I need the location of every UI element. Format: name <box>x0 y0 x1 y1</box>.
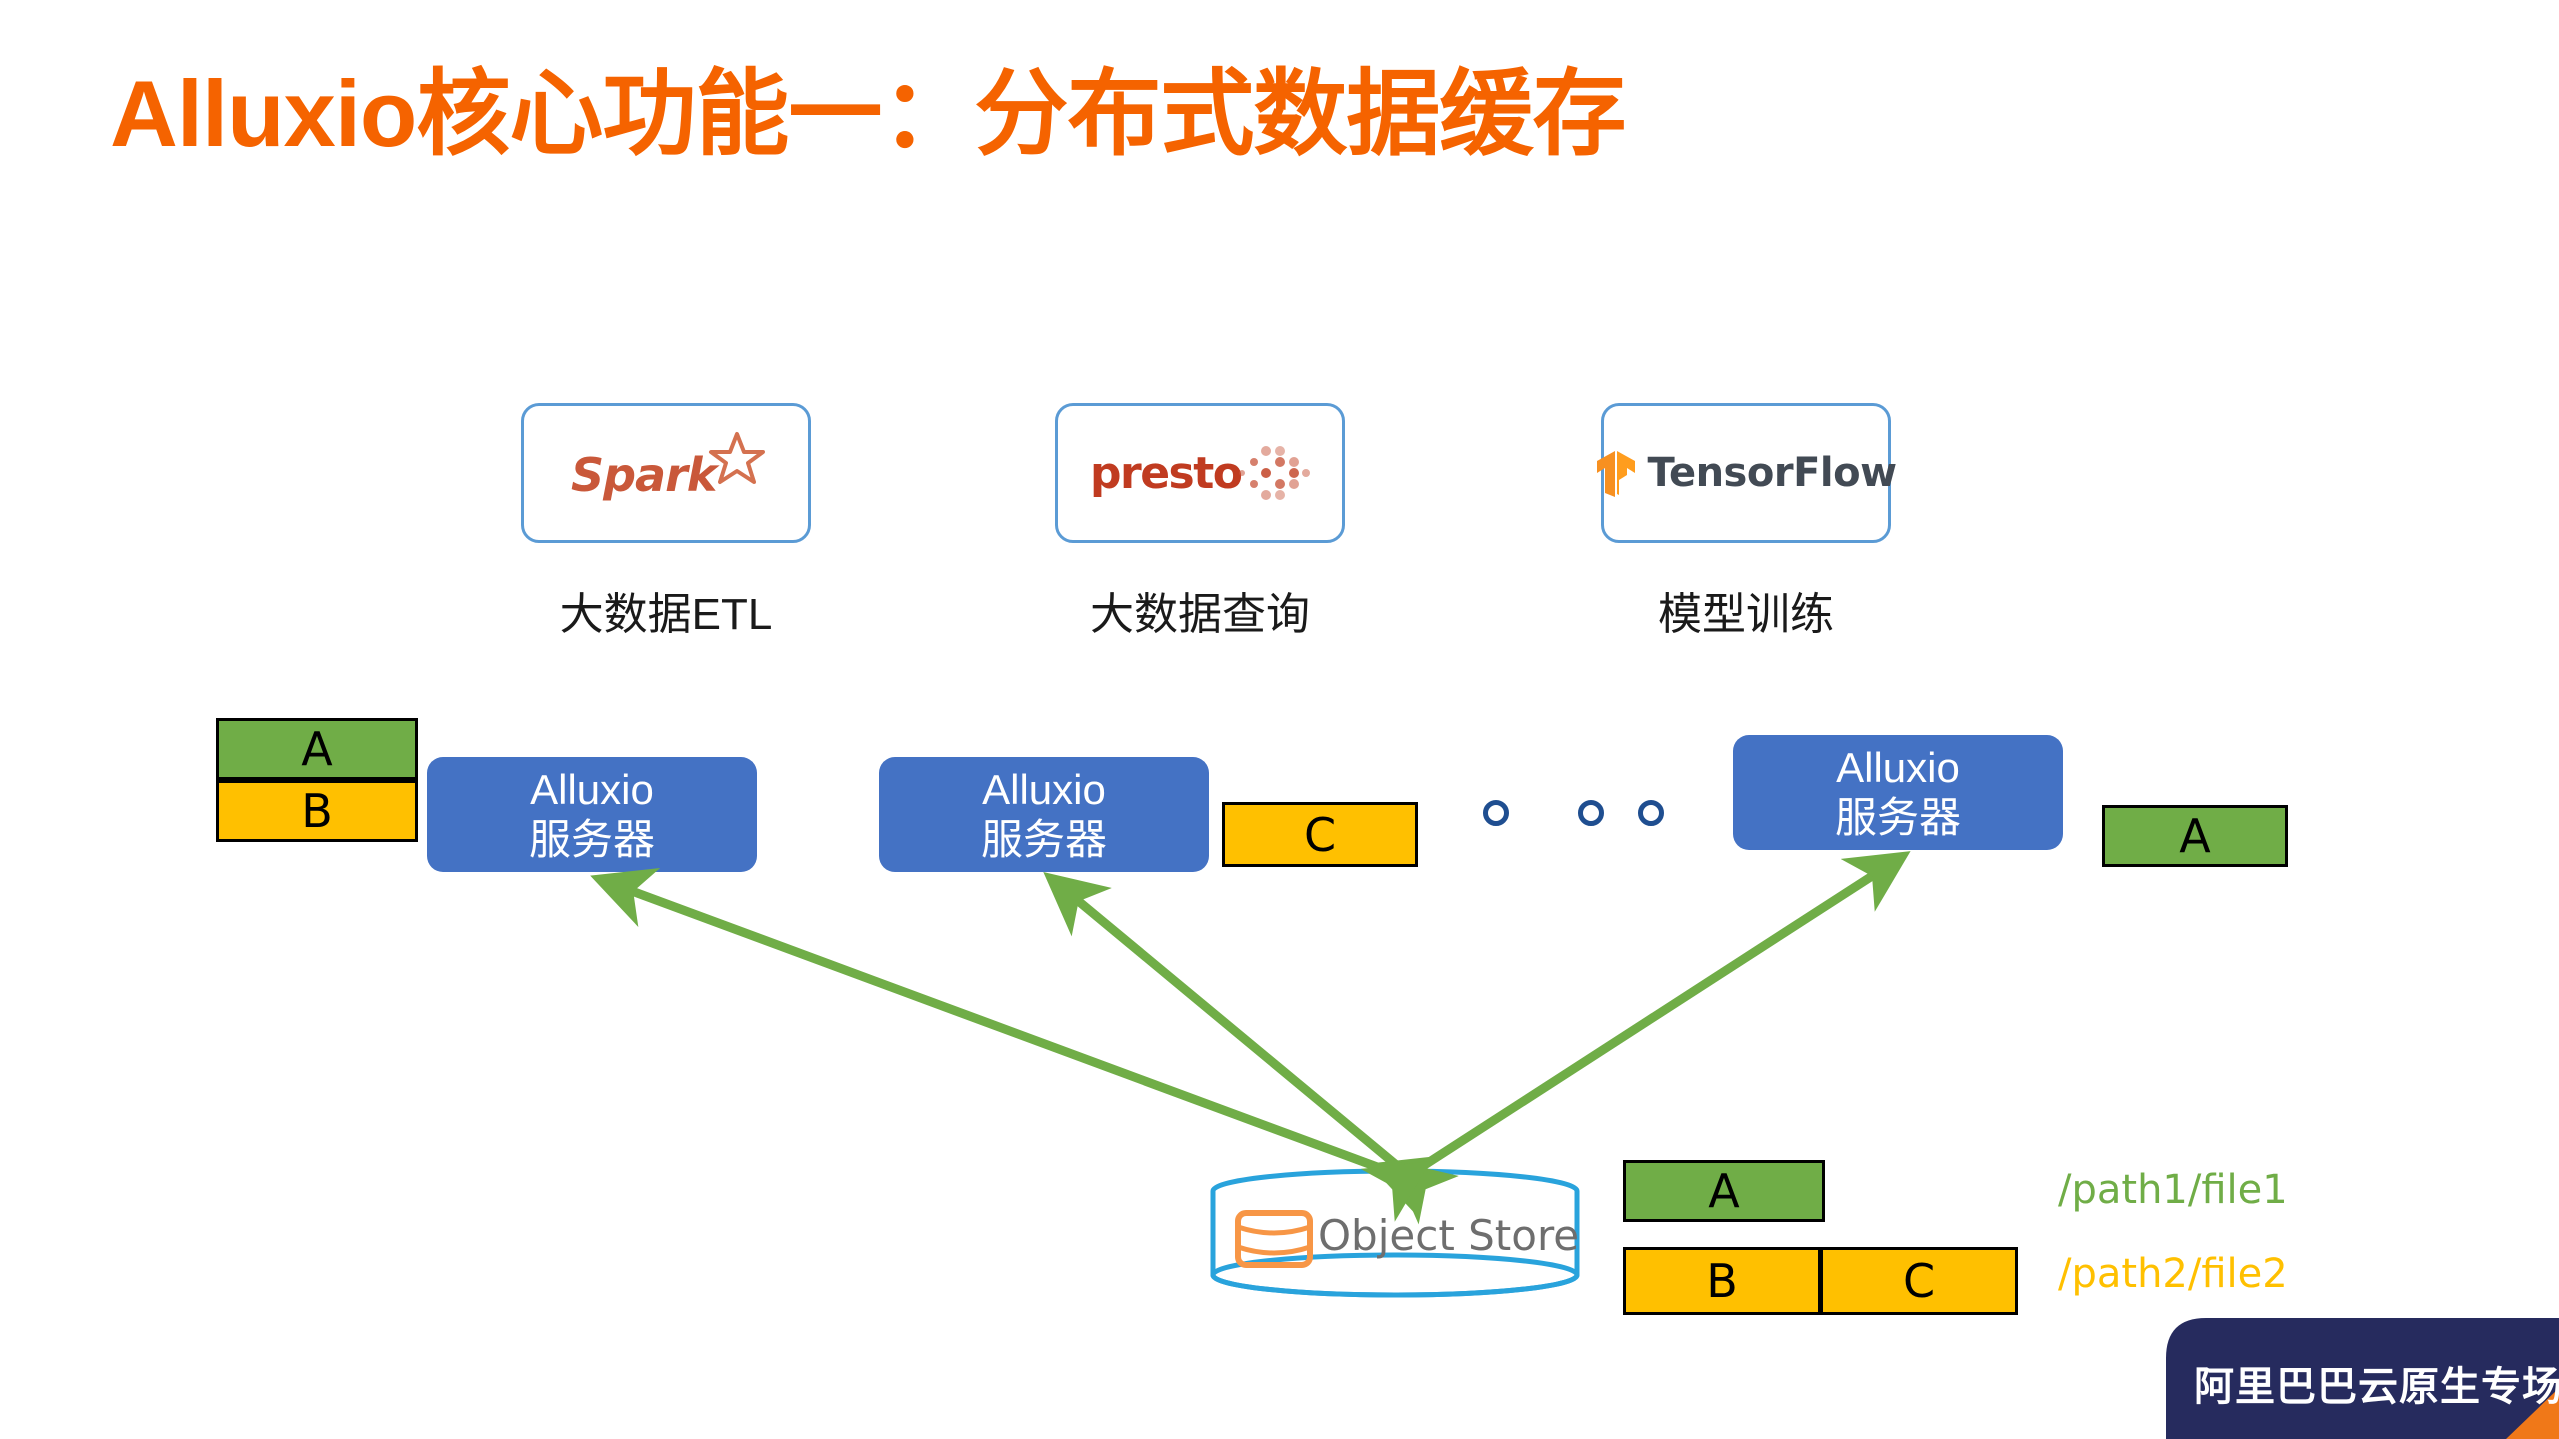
tensorflow-tf-icon <box>1597 451 1636 497</box>
presto-wordmark: presto <box>1090 448 1243 499</box>
alluxio-server-1-line1: Alluxio <box>530 765 654 813</box>
cache-block-middle-c[interactable]: C <box>1222 802 1418 867</box>
ellipsis-dot-2 <box>1578 800 1604 826</box>
presto-dots-icon <box>1239 446 1310 500</box>
alluxio-server-2[interactable]: Alluxio 服务器 <box>879 757 1209 872</box>
cache-block-left-a[interactable]: A <box>216 718 418 780</box>
path-label-file1: /path1/file1 <box>2058 1167 2288 1213</box>
page-title: Alluxio核心功能一：分布式数据缓存 <box>110 61 1626 166</box>
cache-block-left-b[interactable]: B <box>216 780 418 842</box>
storage-block-c[interactable]: C <box>1820 1247 2018 1315</box>
spark-wordmark: Spark <box>571 448 717 502</box>
engine-card-presto[interactable]: presto <box>1055 403 1345 543</box>
engine-card-tensorflow[interactable]: TensorFlow <box>1597 403 1897 543</box>
storage-block-a[interactable]: A <box>1623 1160 1825 1222</box>
spark-logo: Spark <box>571 432 765 512</box>
presto-logo: presto <box>1090 438 1310 508</box>
arrow-store-to-server-1 <box>590 867 1439 1216</box>
alluxio-server-2-line1: Alluxio <box>982 765 1106 813</box>
tensorflow-wordmark: TensorFlow <box>1647 450 1897 496</box>
storage-block-b[interactable]: B <box>1623 1247 1821 1315</box>
path-label-file2: /path2/file2 <box>2058 1251 2288 1297</box>
ellipsis-dot-1 <box>1483 800 1509 826</box>
arrow-store-to-server-2 <box>1043 871 1459 1225</box>
alluxio-server-3[interactable]: Alluxio 服务器 <box>1733 735 2063 850</box>
tensorflow-logo: TensorFlow <box>1595 449 1897 497</box>
object-store[interactable]: Object Store <box>1206 1167 1584 1307</box>
cache-block-right-a[interactable]: A <box>2102 805 2288 867</box>
watermark-text: 阿里巴巴云原生专场 <box>2194 1365 2559 1409</box>
spark-star-icon <box>709 432 765 484</box>
engine-caption-spark: 大数据ETL <box>559 590 773 639</box>
engine-caption-tensorflow: 模型训练 <box>1658 590 1834 639</box>
alluxio-server-1-line2: 服务器 <box>528 815 655 863</box>
alluxio-server-2-line2: 服务器 <box>980 815 1107 863</box>
engine-card-spark[interactable]: Spark <box>521 403 811 543</box>
arrow-store-to-server-3 <box>1360 851 1911 1222</box>
watermark-shape <box>2166 1318 2559 1439</box>
engine-caption-presto: 大数据查询 <box>1090 590 1310 639</box>
object-store-label: Object Store <box>1318 1211 1580 1260</box>
ellipsis-dot-3 <box>1638 800 1664 826</box>
alluxio-server-3-line1: Alluxio <box>1836 743 1960 791</box>
alluxio-server-1[interactable]: Alluxio 服务器 <box>427 757 757 872</box>
alluxio-server-3-line2: 服务器 <box>1834 793 1961 841</box>
watermark-banner: 阿里巴巴云原生专场 <box>2166 1318 2559 1439</box>
